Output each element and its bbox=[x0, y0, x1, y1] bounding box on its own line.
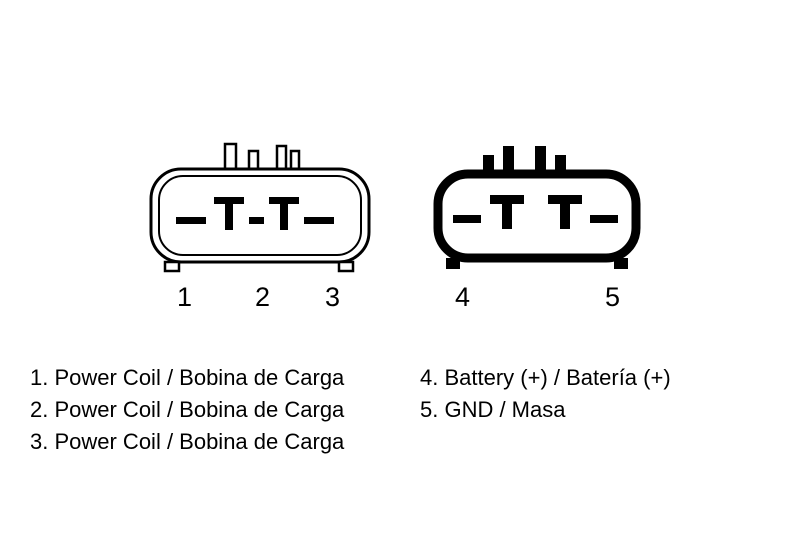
left-connector-top-prongs bbox=[223, 142, 301, 173]
right-connector-drawing bbox=[433, 146, 641, 269]
left-connector-drawing bbox=[149, 142, 371, 273]
right-connector-top-prongs bbox=[483, 146, 566, 177]
left-connector-outer-outline bbox=[149, 167, 371, 264]
legend-item-4: 4. Battery (+) / Batería (+) bbox=[420, 365, 671, 390]
legend-item-5: 5. GND / Masa bbox=[420, 397, 566, 422]
left-connector-inner-outline bbox=[158, 175, 362, 256]
left-connector bbox=[148, 138, 372, 276]
right-connector-outline bbox=[433, 169, 641, 263]
right-connector-feet bbox=[446, 258, 628, 269]
pin-number-2: 2 bbox=[255, 282, 271, 312]
pin-number-1: 1 bbox=[177, 282, 193, 312]
pin-number-5: 5 bbox=[605, 282, 621, 312]
left-connector-pin-contacts bbox=[176, 197, 334, 230]
left-connector-feet bbox=[163, 260, 355, 273]
pin-number-4: 4 bbox=[455, 282, 471, 312]
legend-right-column: 4. Battery (+) / Batería (+) 5. GND / Ma… bbox=[420, 362, 780, 426]
right-connector-pin-contacts bbox=[453, 195, 618, 229]
legend-item-3: 3. Power Coil / Bobina de Carga bbox=[30, 429, 345, 454]
legend-left-column: 1. Power Coil / Bobina de Carga 2. Power… bbox=[30, 362, 410, 458]
legend-item-2: 2. Power Coil / Bobina de Carga bbox=[30, 397, 345, 422]
pin-number-3: 3 bbox=[325, 282, 341, 312]
right-connector bbox=[430, 138, 644, 276]
legend-item-1: 1. Power Coil / Bobina de Carga bbox=[30, 365, 345, 390]
